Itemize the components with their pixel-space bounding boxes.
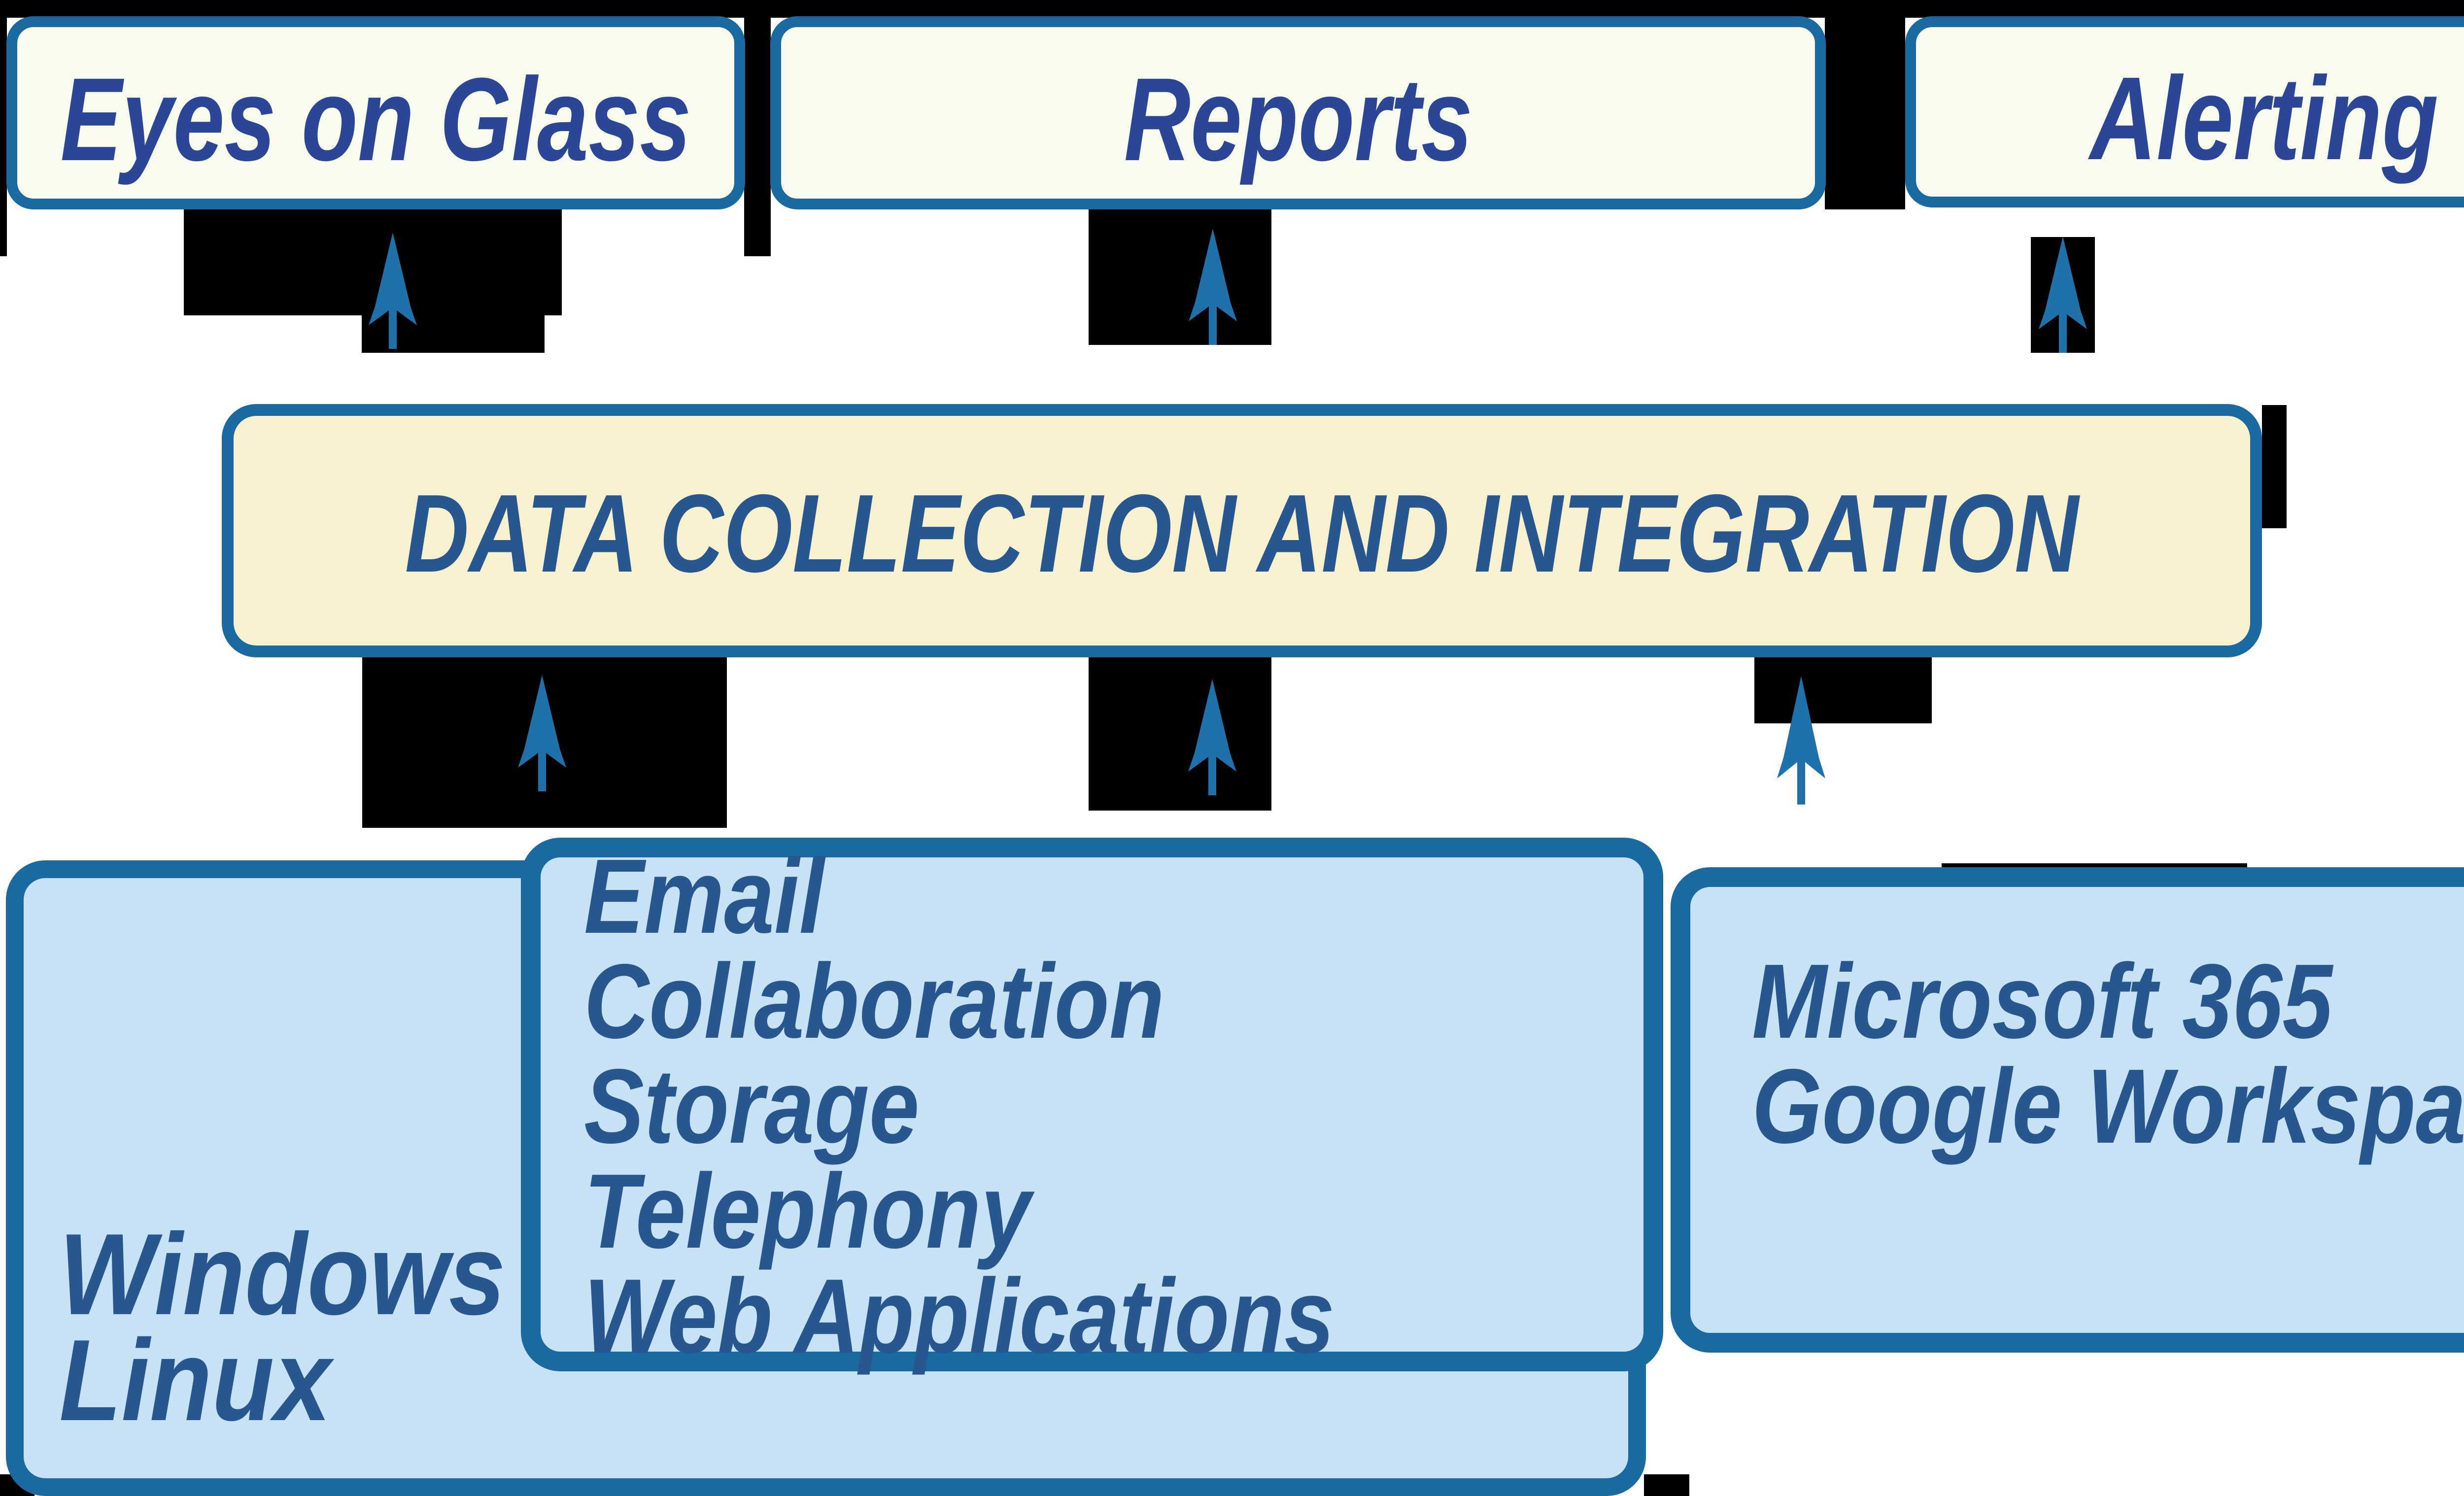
service-line-telephony: Telephony	[584, 1152, 1031, 1270]
up-arrow-icon	[1188, 679, 1236, 795]
saas-line-google-workspace: Google Workspace	[1752, 1047, 2464, 1165]
arrow-patch-a2	[1089, 208, 1271, 345]
up-arrow-icon	[1189, 229, 1237, 345]
arrow-patch-b2	[1089, 657, 1271, 811]
eyes-on-glass-box: Eyes on Glass	[6, 16, 745, 209]
saas-box	[1671, 867, 2464, 1353]
top-edge-strip	[0, 0, 2464, 18]
data-collection-label: DATA COLLECTION AND INTEGRATION	[405, 471, 2079, 595]
reports-box: Reports	[770, 16, 1826, 209]
service-line-email: Email	[584, 837, 824, 955]
os-line-linux: Linux	[59, 1315, 331, 1445]
up-arrow-icon	[2039, 237, 2087, 353]
eyes-on-glass-label: Eyes on Glass	[60, 53, 691, 185]
alerting-label: Alerting	[2089, 52, 2438, 184]
services-box	[521, 838, 1663, 1371]
saas-label: Microsoft 365 Google Workspace	[1752, 942, 2464, 1165]
arrow-patch-b3	[1754, 657, 1932, 723]
alerting-box: Alerting	[1905, 16, 2464, 207]
service-line-collaboration: Collaboration	[584, 942, 1164, 1060]
saas-line-microsoft-365: Microsoft 365	[1752, 942, 2333, 1060]
reports-label: Reports	[1124, 53, 1472, 185]
service-line-web-applications: Web Applications	[584, 1257, 1335, 1375]
os-line-windows: Windows	[59, 1209, 506, 1339]
arrow-patch-a1	[184, 208, 562, 315]
windows-linux-label: Windows Linux	[59, 1209, 506, 1445]
up-arrow-icon	[1777, 676, 1825, 805]
up-arrow-icon	[518, 675, 566, 791]
gap-strip-1	[744, 0, 771, 256]
left-edge-strip	[0, 0, 7, 256]
middle-box-right-sliver	[2262, 405, 2287, 528]
up-arrow-icon	[369, 233, 417, 349]
data-collection-box: DATA COLLECTION AND INTEGRATION	[222, 404, 2262, 657]
services-label: Email Collaboration Storage Telephony We…	[584, 837, 1335, 1375]
gap-strip-2	[1825, 0, 1905, 209]
bottom-right-nub	[1644, 1474, 1689, 1496]
service-line-storage: Storage	[584, 1047, 920, 1165]
